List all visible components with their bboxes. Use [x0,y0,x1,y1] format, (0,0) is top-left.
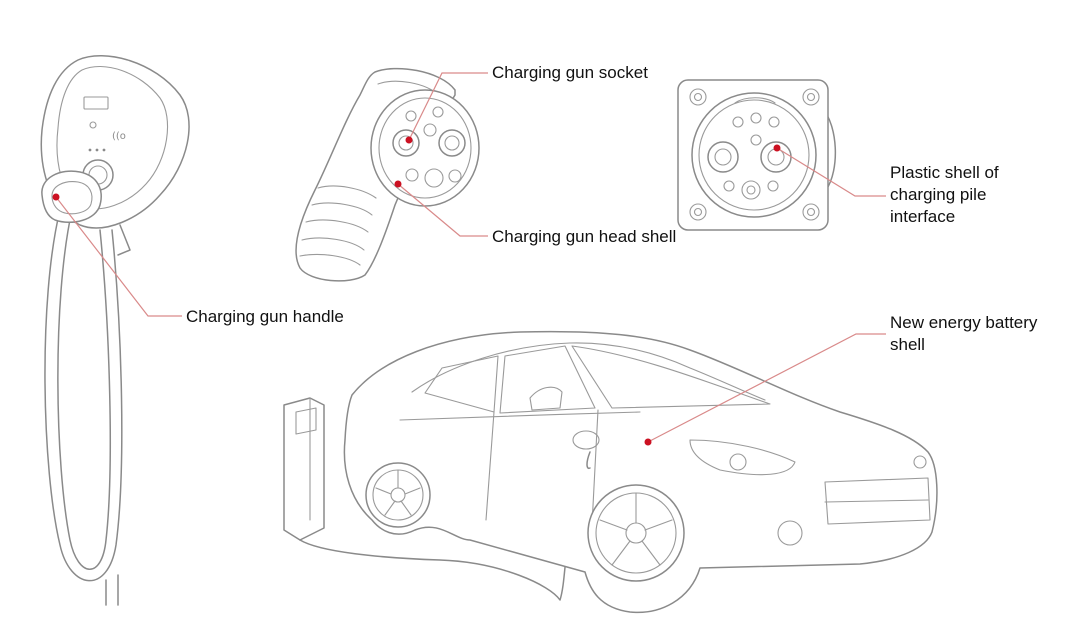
label-pile-interface-line-2: charging pile [890,185,987,204]
marker-pile-interface [773,144,781,152]
leader-battery-shell [647,333,886,443]
label-gun-head-shell: Charging gun head shell [492,227,677,246]
leader-lines [55,72,886,443]
marker-battery-shell [644,438,652,446]
leader-gun-socket [408,72,488,141]
marker-dots [52,136,781,446]
label-battery-shell-line-1: New energy battery [890,313,1038,332]
label-pile-interface-line-1: Plastic shell of [890,163,999,182]
marker-gun-handle [52,193,60,201]
leader-pile-interface [776,147,886,197]
leader-gun-handle [55,196,182,317]
label-gun-handle: Charging gun handle [186,307,344,326]
charging-gun-illustration [295,67,480,282]
label-pile-interface: Plastic shell of charging pile interface [890,162,999,228]
pile-interface-illustration [677,79,836,231]
label-pile-interface-line-3: interface [890,207,956,226]
label-battery-shell-line-2: shell [890,335,925,354]
wall-charger-illustration: ((o [40,55,190,606]
label-battery-shell: New energy battery shell [890,312,1037,356]
car-illustration [283,330,938,614]
leader-gun-head-shell [397,183,488,237]
marker-gun-socket [405,136,413,144]
label-gun-socket: Charging gun socket [492,63,648,82]
marker-gun-head-shell [394,180,402,188]
svg-text:((o: ((o [112,131,126,142]
